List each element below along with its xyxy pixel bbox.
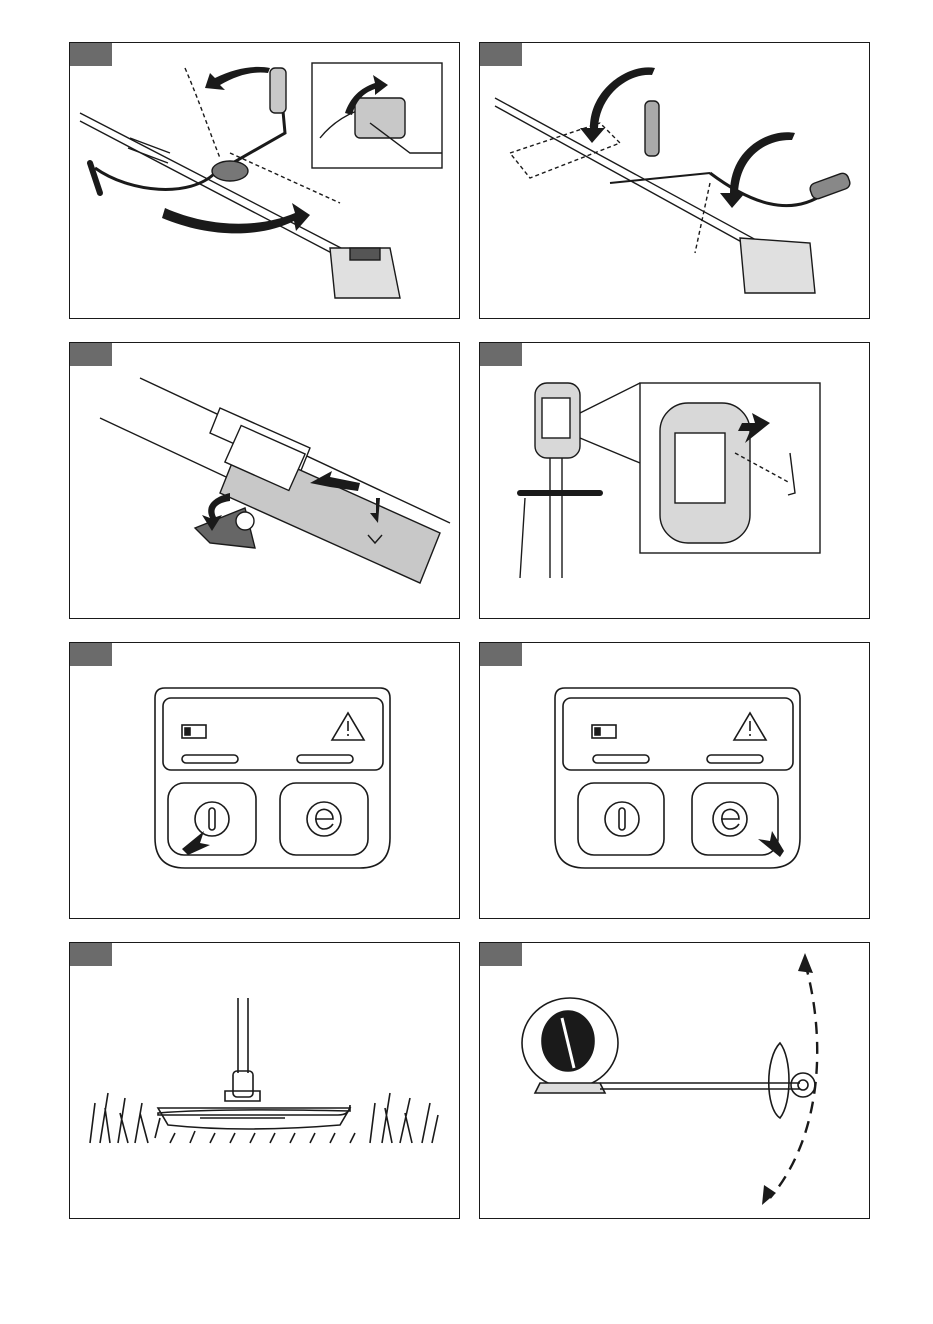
panel-fig-2 — [479, 42, 870, 319]
arrow-icon — [762, 953, 813, 1205]
panel-fig-7 — [69, 942, 460, 1219]
panel-fig-5 — [69, 642, 460, 919]
control-panel-eco — [480, 643, 870, 919]
power-icon — [605, 802, 639, 836]
power-icon — [195, 802, 229, 836]
eco-icon — [713, 802, 747, 836]
arrow-icon — [580, 67, 795, 208]
battery-icon — [592, 725, 616, 738]
panel-fig-3 — [69, 342, 460, 619]
illustration-handle-fold — [70, 43, 460, 319]
arc-path — [770, 963, 817, 1198]
panel-fig-1 — [69, 42, 460, 319]
control-panel-power — [70, 643, 460, 919]
illustration-hang-hook — [480, 343, 870, 619]
illustration-handle-rotate — [480, 43, 870, 319]
panel-fig-6 — [479, 642, 870, 919]
illustration-cutting-arc — [480, 943, 870, 1219]
illustration-shaft-coupling — [70, 343, 460, 619]
eco-icon — [307, 802, 341, 836]
panel-fig-8 — [479, 942, 870, 1219]
warning-triangle-icon — [332, 713, 364, 740]
illustration-trimmer-level — [70, 943, 460, 1219]
panel-fig-4 — [479, 342, 870, 619]
battery-icon — [182, 725, 206, 738]
warning-triangle-icon — [734, 713, 766, 740]
